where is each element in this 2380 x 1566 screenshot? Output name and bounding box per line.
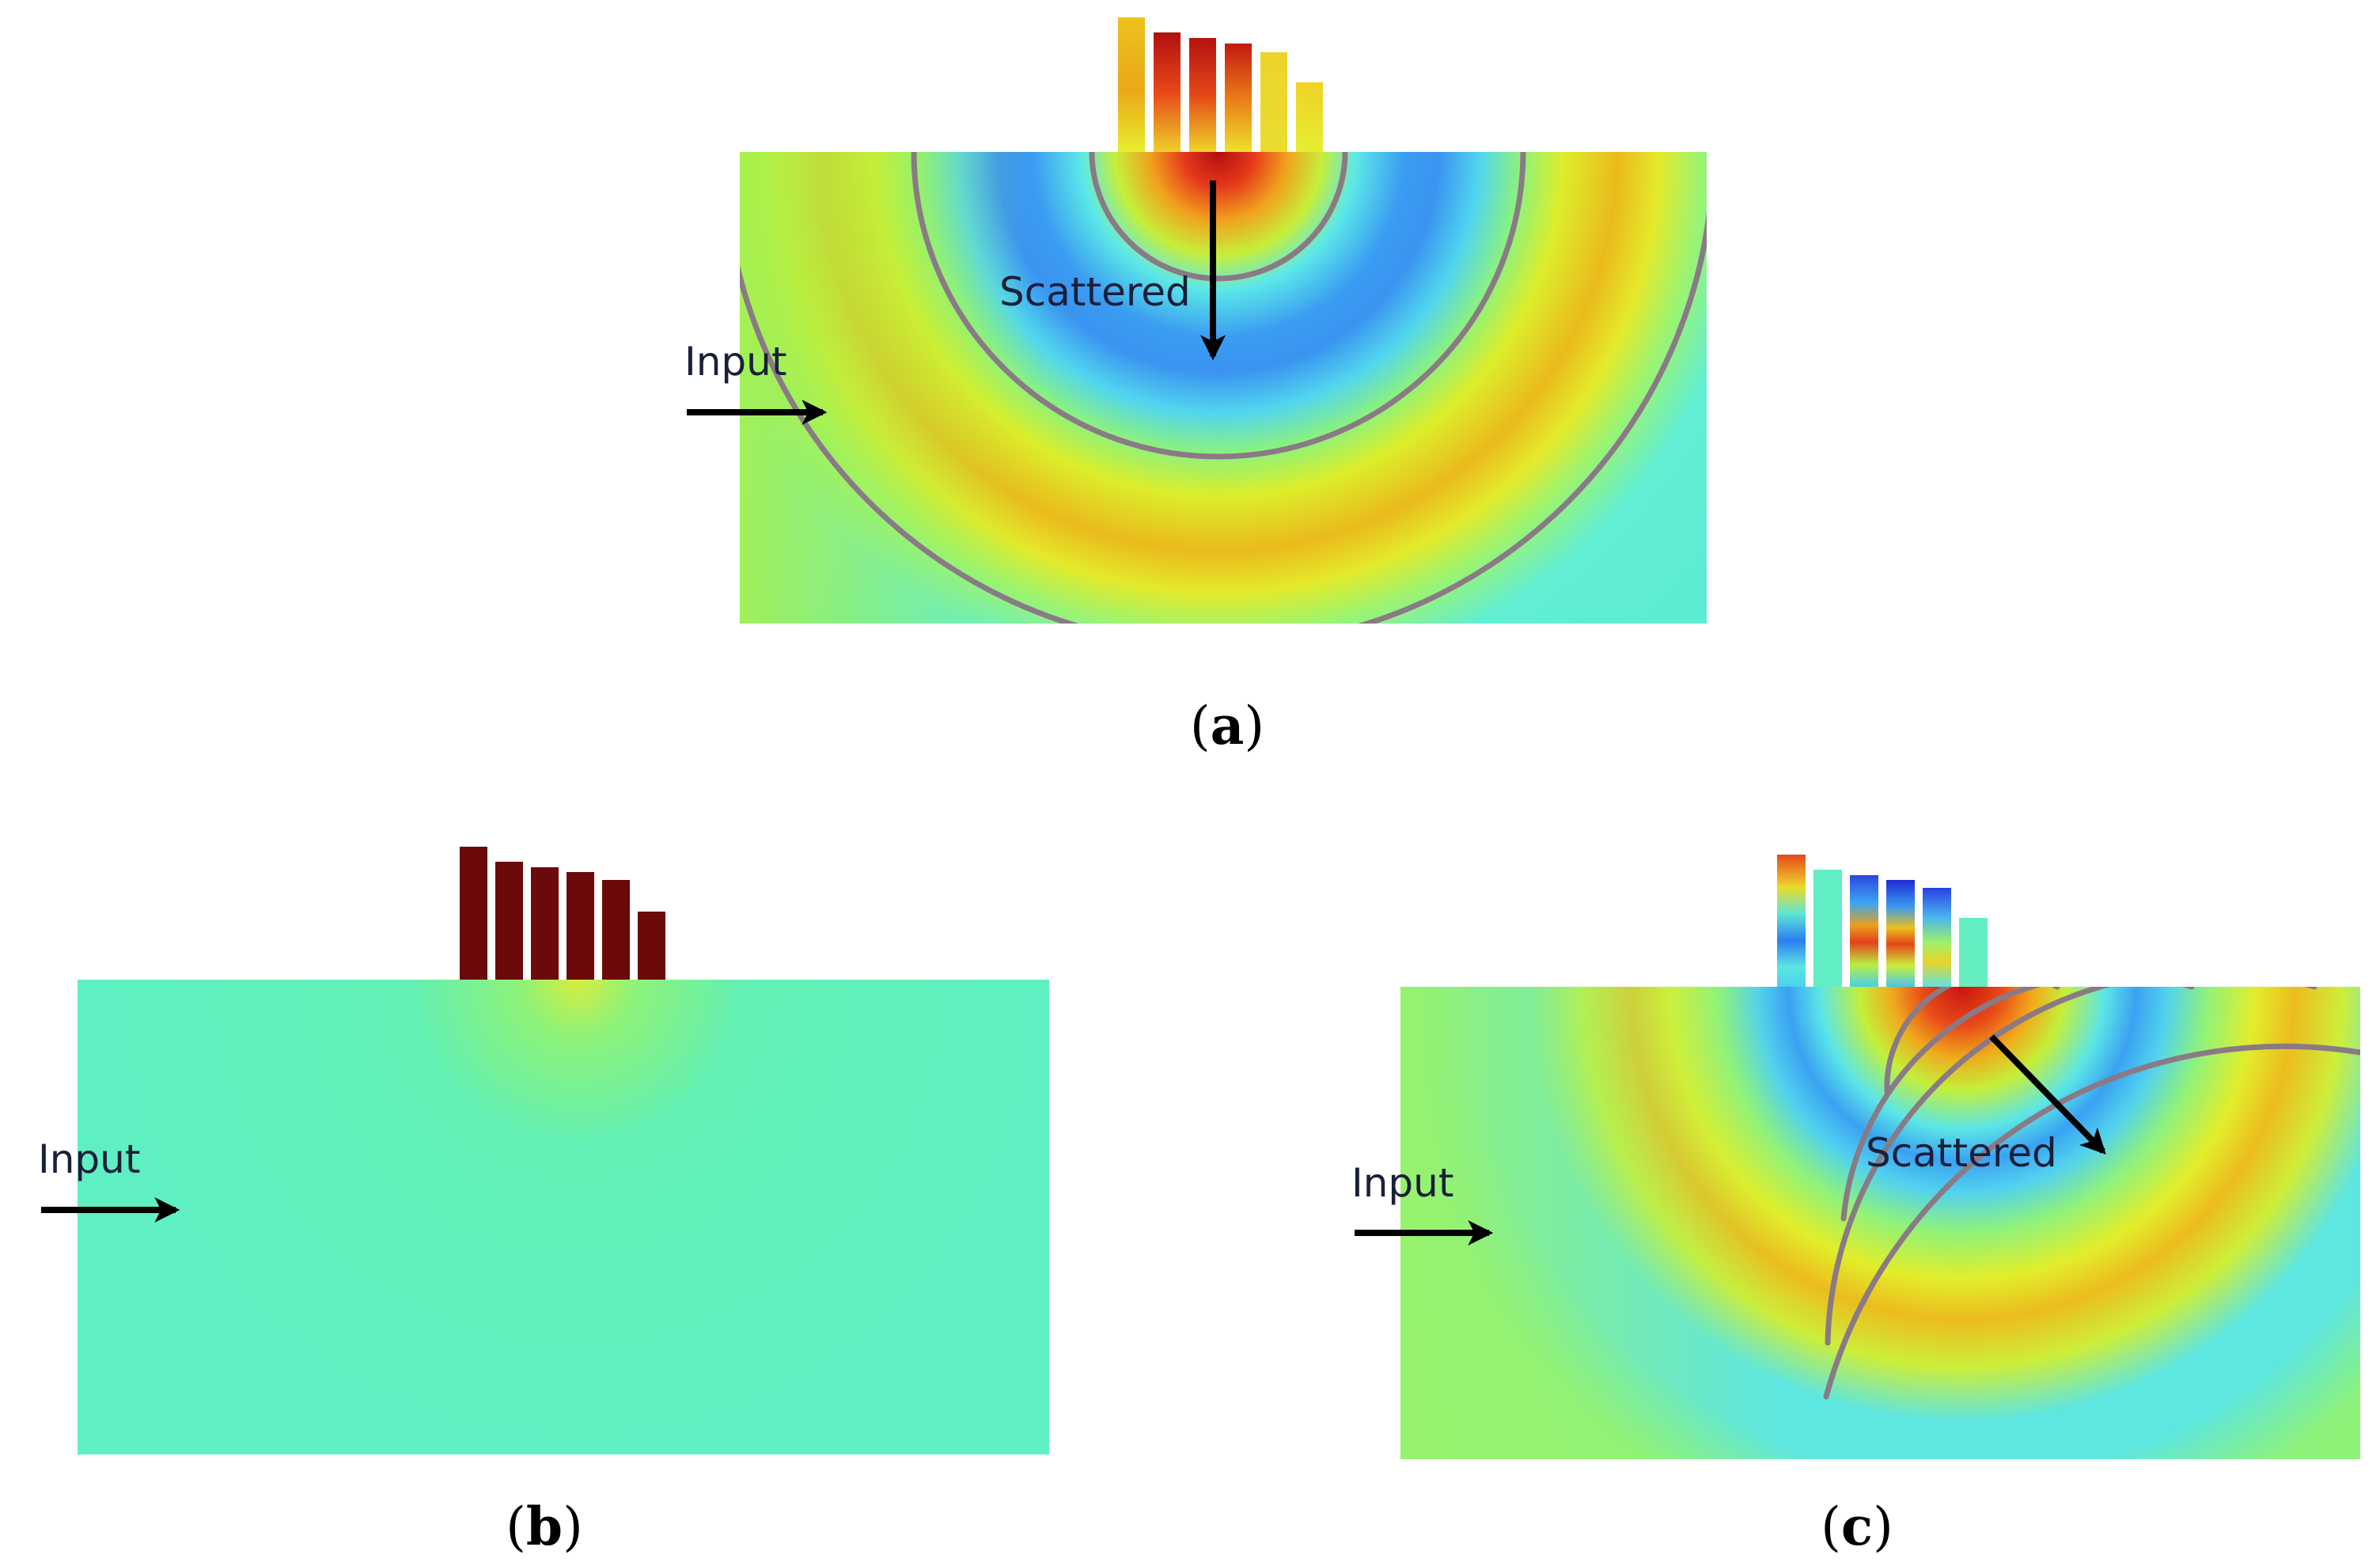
panel-c-scattered-label: Scattered (1866, 1130, 2057, 1176)
panel-b-input-label: Input (38, 1136, 140, 1182)
panel-a-contours (740, 152, 1707, 624)
panel-c-caption: (c) (1821, 1496, 1893, 1557)
panel-a: Input Scattered (a) (684, 17, 1707, 756)
panel-b-field (78, 980, 1049, 1454)
panel-b: Input (b) (38, 847, 1049, 1557)
panel-a-caption: (a) (1190, 695, 1264, 756)
panel-c: Input Scattered (c) (1351, 855, 2360, 1557)
panel-c-contours (1823, 987, 2360, 1400)
panel-a-input-label: Input (684, 339, 786, 385)
panel-b-caption: (b) (506, 1496, 583, 1557)
panel-a-field (740, 152, 1707, 624)
panel-a-pillars (1118, 17, 1323, 152)
panel-c-pillars (1777, 855, 1988, 987)
panel-b-pillars (460, 847, 665, 980)
panel-c-scattered-arrow (1989, 1034, 2106, 1155)
panel-c-field (1400, 987, 2360, 1459)
panel-c-input-label: Input (1351, 1160, 1453, 1206)
panel-a-scattered-label: Scattered (999, 269, 1191, 315)
